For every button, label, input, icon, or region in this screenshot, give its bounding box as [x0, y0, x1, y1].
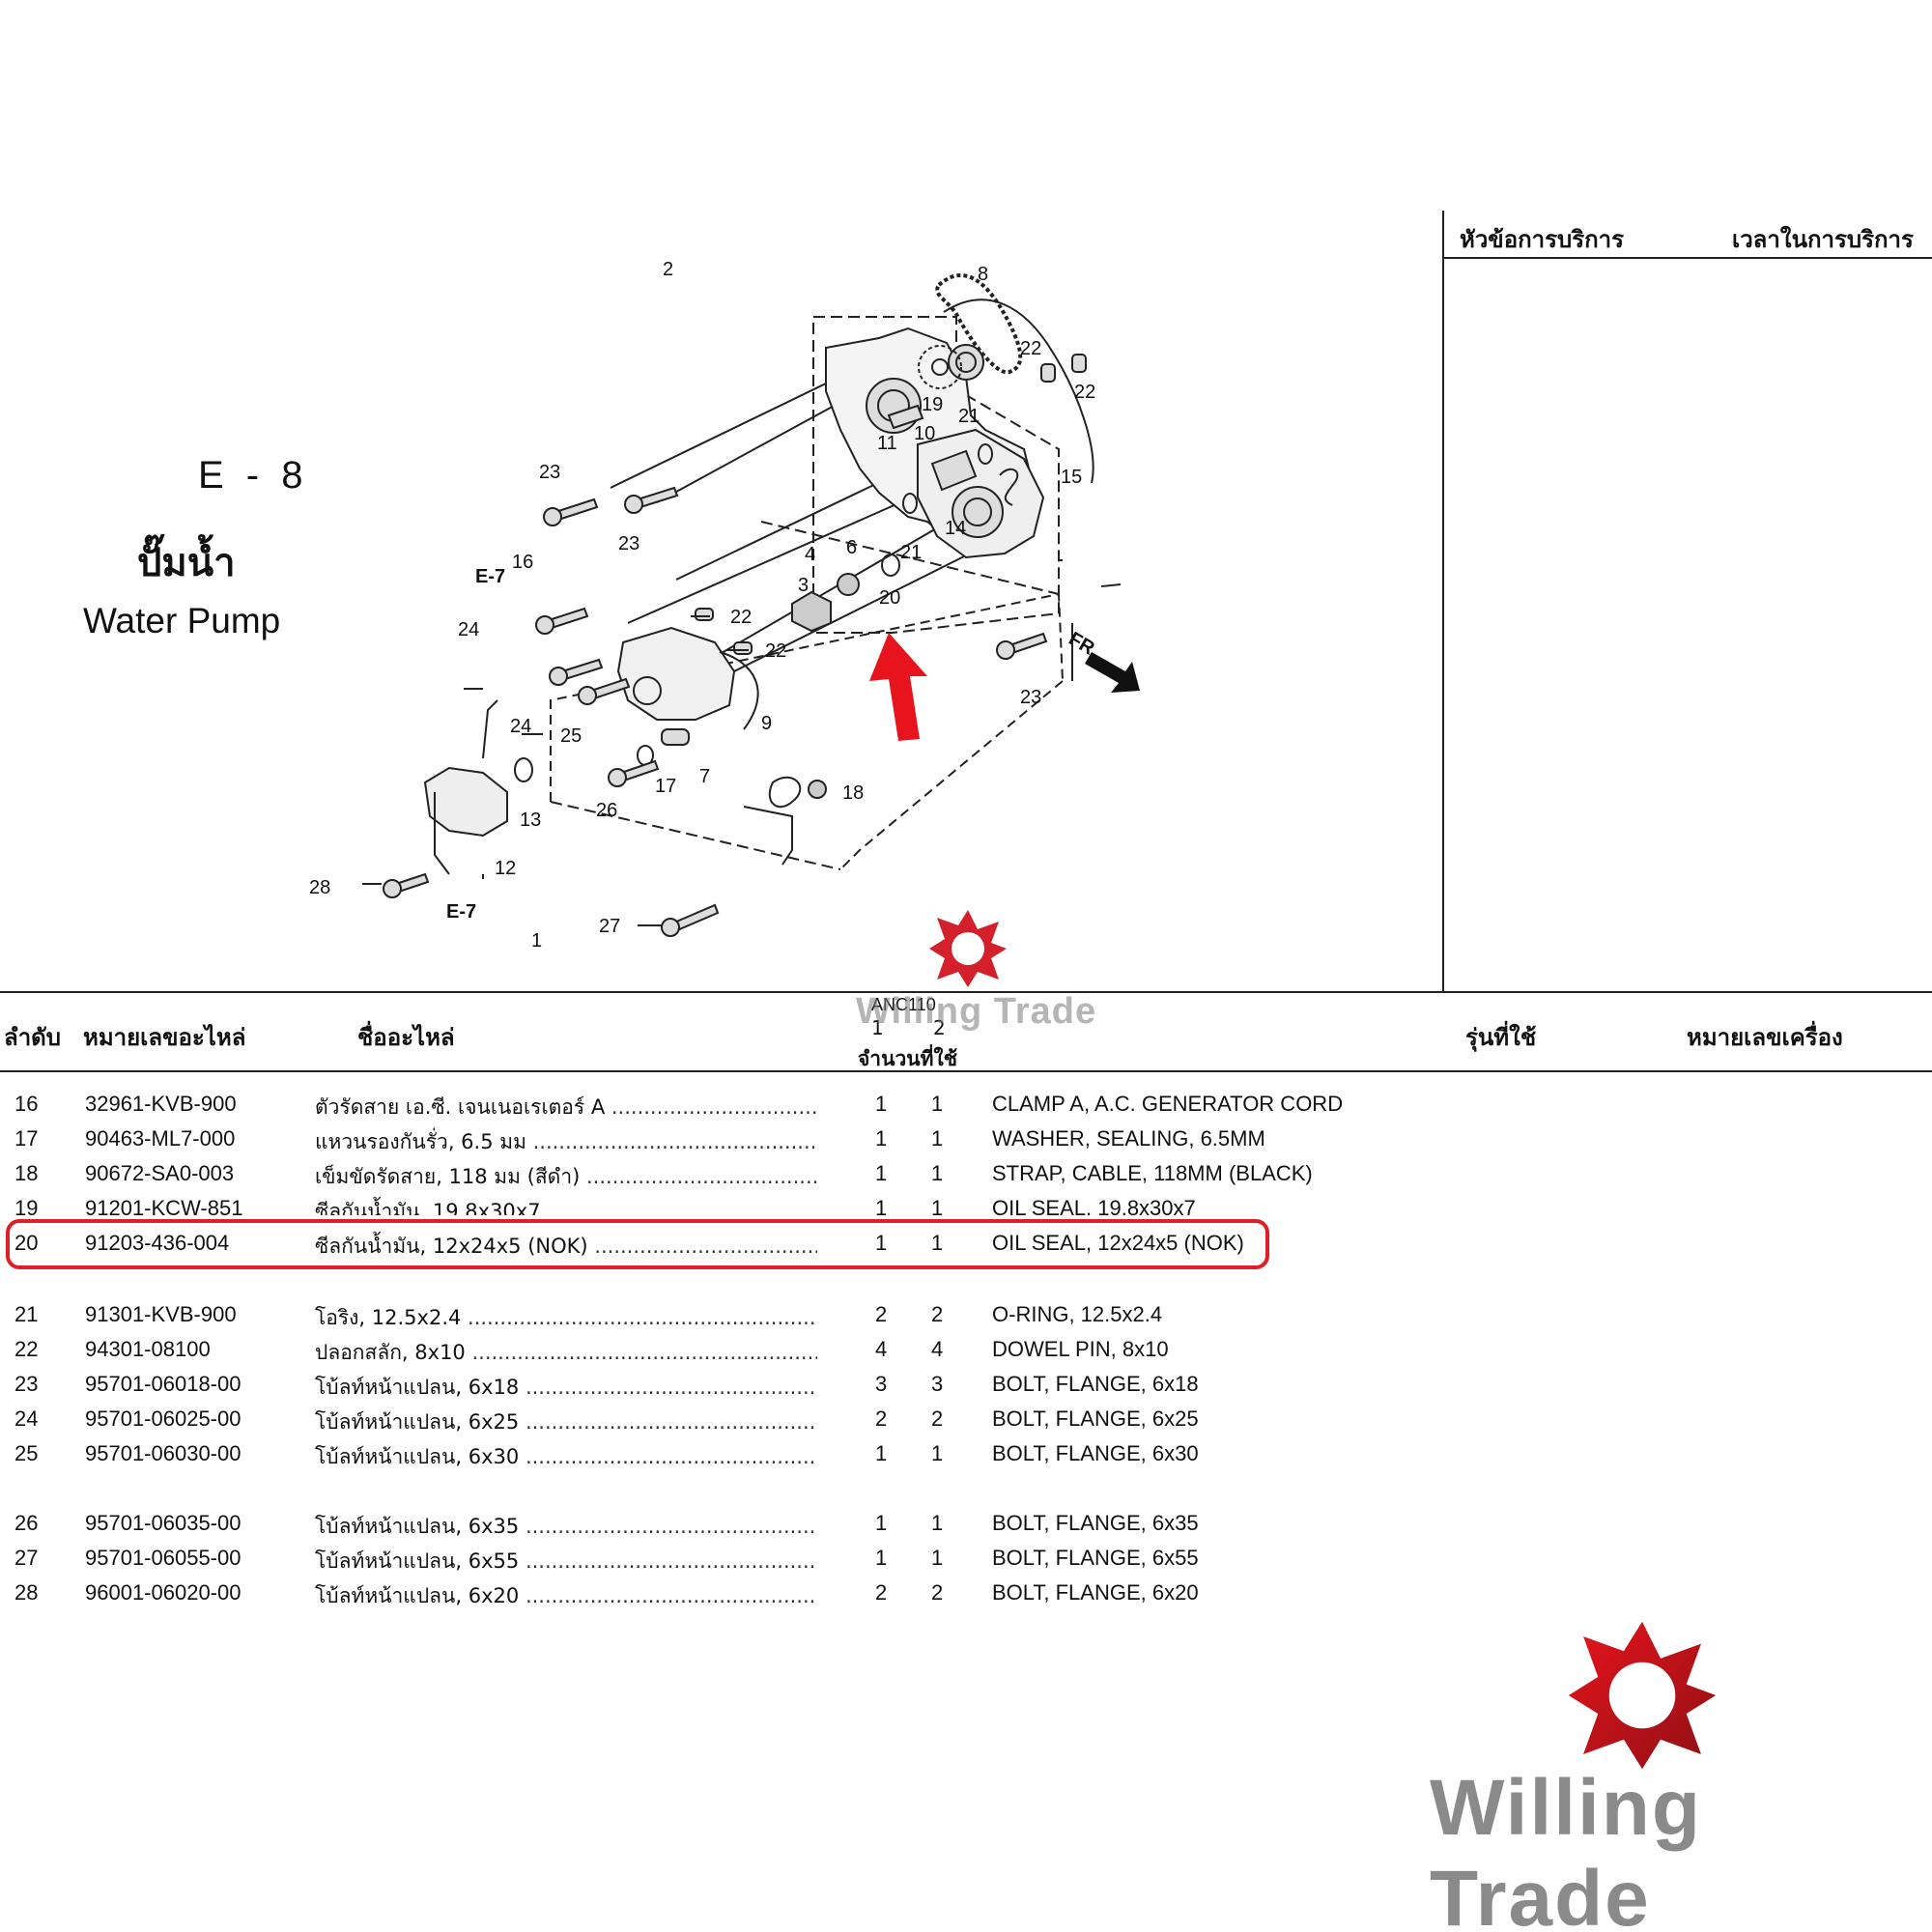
callout-23a: 23 — [539, 462, 560, 483]
gasket-5 — [943, 298, 1094, 484]
table-row: 23 95701-06018-00 โบ้ลท์หน้าแปลน, 6x18 3… — [0, 1368, 1932, 1403]
table-row: 16 32961-KVB-900 ตัวรัดสาย เอ.ซี. เจนเนอ… — [0, 1088, 1932, 1122]
table-row: 21 91301-KVB-900 โอริง, 12.5x2.4 2 2 O-R… — [0, 1298, 1932, 1333]
callout-9: 9 — [761, 713, 772, 734]
callout-21b: 21 — [900, 542, 922, 563]
callout-14: 14 — [945, 518, 966, 539]
callout-26: 26 — [596, 800, 617, 821]
col-head-part-number: หมายเลขอะไหล่ — [83, 1024, 246, 1051]
callout-22c: 22 — [730, 607, 752, 628]
impeller-4 — [791, 590, 832, 633]
callout-22a: 22 — [1020, 338, 1041, 359]
service-header-item: หัวข้อการบริการ — [1460, 226, 1625, 253]
table-row-highlighted: 20 91203-436-004 ซีลกันน้ำมัน, 12x24x5 (… — [0, 1227, 1932, 1262]
callout-28: 28 — [309, 877, 330, 898]
callout-27: 27 — [599, 916, 620, 937]
exploded-parts-diagram: FR. E-7 E-7 1 2 3 4 5 6 7 8 9 10 11 12 1… — [309, 259, 1140, 952]
callout-22b: 22 — [1074, 382, 1095, 403]
callout-22d: 22 — [765, 640, 786, 662]
callout-23c: 23 — [1020, 687, 1041, 708]
service-header-time: เวลาในการบริการ — [1732, 226, 1914, 253]
callout-11: 11 — [877, 433, 897, 454]
col-head-used-model: รุ่นที่ใช้ — [1465, 1024, 1537, 1051]
table-row: 17 90463-ML7-000 แหวนรองกันรั่ว, 6.5 มม … — [0, 1122, 1932, 1157]
callout-10: 10 — [914, 423, 935, 444]
col-head-engine-number: หมายเลขเครื่อง — [1687, 1024, 1843, 1051]
col-head-qty-2: 2 — [933, 1016, 946, 1039]
ref-bottom: E-7 — [446, 901, 476, 923]
col-head-part-name: ชื่ออะไหล่ — [357, 1024, 455, 1051]
callout-1: 1 — [531, 930, 542, 952]
table-row: 25 95701-06030-00 โบ้ลท์หน้าแปลน, 6x30 1… — [0, 1437, 1932, 1472]
callout-25: 25 — [560, 725, 582, 747]
highlight-box-row-20 — [6, 1219, 1269, 1269]
chain-8 — [935, 273, 1023, 375]
callout-12: 12 — [495, 858, 516, 879]
callout-24a: 24 — [458, 619, 479, 640]
section-title-en: Water Pump — [83, 601, 281, 640]
callout-16: 16 — [512, 552, 533, 573]
watermark-text-small: Willing Trade — [856, 991, 1097, 1032]
watermark-text-large: Willing Trade — [1430, 1764, 1702, 1932]
table-top-rule — [0, 991, 1932, 993]
section-title-thai: ปั๊มน้ำ — [137, 541, 236, 585]
table-row: 28 96001-06020-00 โบ้ลท์หน้าแปลน, 6x20 2… — [0, 1577, 1932, 1611]
callout-7: 7 — [699, 766, 710, 787]
watermark-logo-large — [1568, 1621, 1717, 1770]
callout-2: 2 — [663, 259, 673, 280]
table-row: 18 90672-SA0-003 เข็มขัดรัดสาย, 118 มม (… — [0, 1157, 1932, 1192]
callout-18: 18 — [842, 782, 864, 804]
callout-21a: 21 — [958, 406, 980, 427]
callout-4: 4 — [805, 544, 815, 565]
section-code: E - 8 — [198, 454, 309, 497]
callout-19: 19 — [922, 394, 943, 415]
table-header-rule — [0, 1070, 1932, 1072]
callout-6: 6 — [846, 537, 857, 558]
callout-13: 13 — [520, 810, 541, 831]
table-row: 19 91201-KCW-851 ซีลกันน้ำมัน, 19.8x30x7… — [0, 1192, 1932, 1215]
sprocket-10 — [918, 345, 962, 389]
table-row: 26 95701-06035-00 โบ้ลท์หน้าแปลน, 6x35 1… — [0, 1507, 1932, 1542]
table-row: 22 94301-08100 ปลอกสลัก, 8x10 4 4 DOWEL … — [0, 1333, 1932, 1368]
watermark-logo-small — [929, 910, 1007, 987]
callout-24b: 24 — [510, 716, 531, 737]
thermostat-12 — [423, 766, 508, 838]
callout-23b: 23 — [618, 533, 639, 554]
pump-body-9 — [616, 626, 736, 721]
callout-20: 20 — [879, 587, 900, 609]
table-row: 27 95701-06055-00 โบ้ลท์หน้าแปลน, 6x55 1… — [0, 1542, 1932, 1577]
callout-8: 8 — [978, 264, 988, 285]
col-head-model: ANC110 — [871, 995, 936, 1014]
highlight-arrow — [869, 633, 927, 741]
frame-cover — [812, 316, 1060, 634]
callout-3: 3 — [798, 575, 809, 596]
callout-17: 17 — [655, 776, 676, 797]
service-box: หัวข้อการบริการ เวลาในการบริการ — [1442, 211, 1932, 991]
col-head-qty-1: 1 — [871, 1016, 884, 1039]
service-header: หัวข้อการบริการ เวลาในการบริการ — [1444, 211, 1932, 259]
table-row: 24 95701-06025-00 โบ้ลท์หน้าแปลน, 6x25 2… — [0, 1403, 1932, 1437]
callout-15: 15 — [1061, 467, 1082, 488]
col-head-qty-label: จำนวนที่ใช้ — [858, 1047, 957, 1070]
fr-arrow-icon — [1085, 652, 1140, 693]
col-head-no: ลำดับ — [4, 1024, 62, 1051]
ref-top: E-7 — [475, 566, 505, 587]
